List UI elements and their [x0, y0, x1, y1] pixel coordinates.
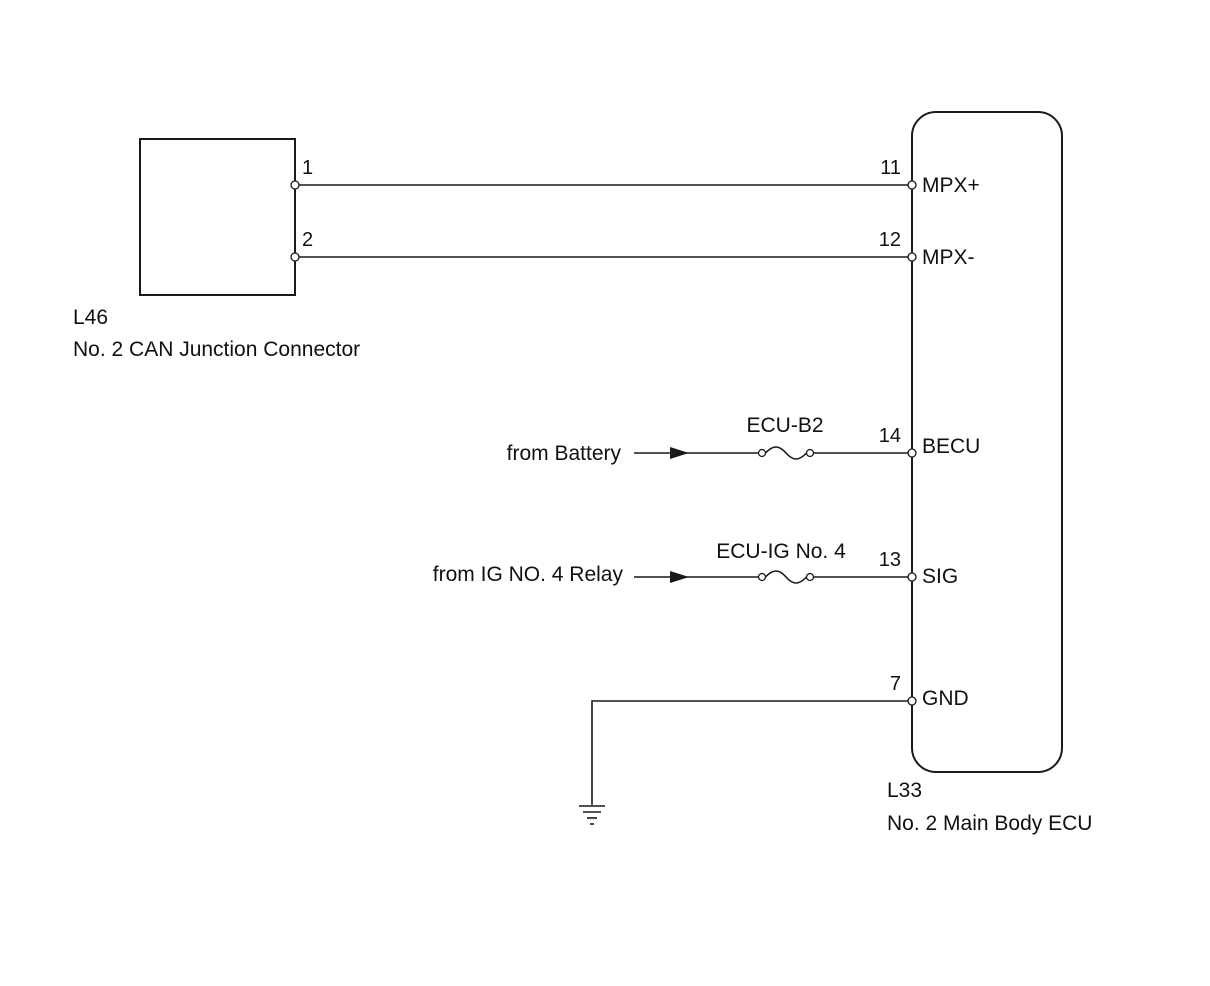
ecu-pin-number: 14: [879, 425, 901, 447]
fuse-icon: [757, 446, 815, 460]
ecu-signal-name: SIG: [922, 565, 958, 588]
ground-wire: [591, 700, 912, 805]
l46-pin-2: 2: [302, 229, 313, 251]
l33-name-label: No. 2 Main Body ECU: [887, 812, 1092, 835]
l46-name-label: No. 2 CAN Junction Connector: [73, 338, 360, 361]
ecu-pin-number: 7: [890, 673, 901, 695]
main-body-ecu-box: [911, 111, 1063, 773]
terminal-icon: [907, 696, 917, 706]
l46-code-label: L46: [73, 306, 108, 329]
terminal-icon: [907, 252, 917, 262]
l46-pin-1: 1: [302, 157, 313, 179]
supply-source-label: from Battery: [507, 442, 622, 465]
can-junction-connector-box: [139, 138, 296, 296]
l33-code-label: L33: [887, 779, 922, 802]
fuse-icon: [757, 570, 815, 584]
terminal-icon: [907, 572, 917, 582]
ig-relay-supply-line: [634, 571, 912, 583]
ground-symbol-icon: [579, 805, 605, 825]
ecu-pin-number: 13: [879, 549, 901, 571]
terminal-icon: [907, 448, 917, 458]
ecu-signal-name: MPX-: [922, 246, 975, 269]
ecu-signal-name: GND: [922, 687, 969, 710]
ecu-pin-number: 12: [879, 229, 901, 251]
terminal-icon: [290, 252, 300, 262]
fuse-label: ECU-IG No. 4: [716, 540, 846, 563]
ecu-signal-name: MPX+: [922, 174, 980, 197]
ecu-pin-number: 11: [880, 157, 901, 179]
fuse-label: ECU-B2: [746, 414, 823, 437]
supply-source-label: from IG NO. 4 Relay: [433, 563, 624, 586]
terminal-icon: [907, 180, 917, 190]
terminal-icon: [290, 180, 300, 190]
ecu-signal-name: BECU: [922, 435, 980, 458]
battery-supply-line: [634, 447, 912, 459]
